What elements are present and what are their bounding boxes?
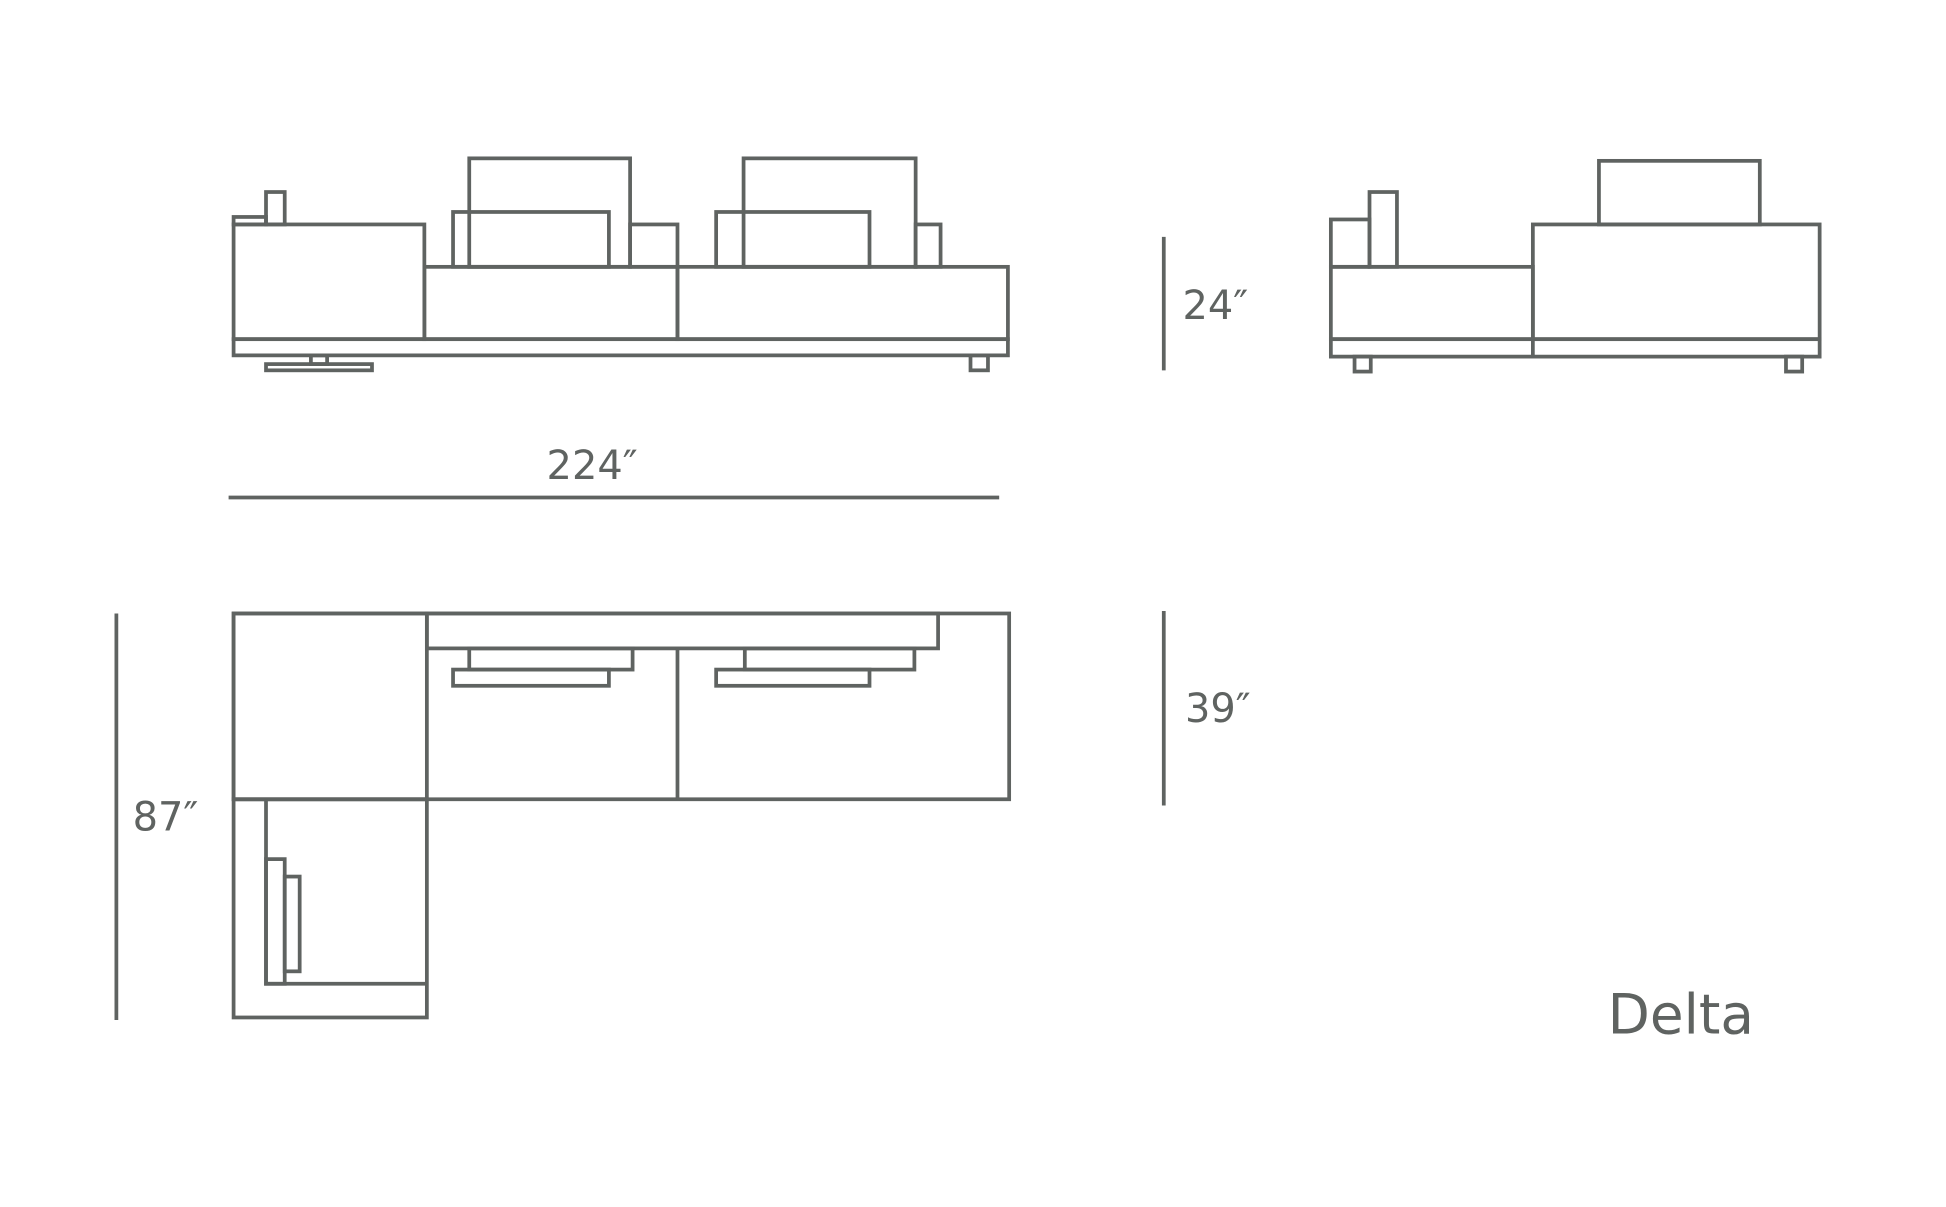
side-pillow (1597, 158, 1762, 227)
leg (1784, 354, 1805, 374)
chaise-arm-a (264, 857, 287, 986)
chaise-inner (264, 799, 427, 986)
leg (1352, 354, 1373, 374)
product-name: Delta (1608, 983, 1754, 1047)
dimension-height: 24″ (1161, 236, 1248, 371)
front-cushion-1 (451, 210, 611, 269)
side-post (1367, 190, 1399, 269)
main-section-outline (231, 611, 1012, 802)
front-view (231, 156, 1010, 373)
dimension-width: 224″ (228, 443, 1000, 500)
side-seat (1328, 264, 1535, 342)
height-label: 24″ (1182, 283, 1248, 329)
side-arm (1328, 217, 1372, 269)
top-cushion-2a (742, 646, 917, 672)
top-view (231, 611, 1012, 1020)
chaise-depth-label: 87″ (133, 794, 199, 840)
chaise (231, 797, 429, 1020)
width-label: 224″ (547, 443, 638, 489)
left-arm-cap (231, 215, 268, 227)
small-block-2 (913, 222, 943, 269)
base-platform (231, 337, 1010, 358)
front-cushion-2 (714, 210, 872, 269)
top-cushion-2b (714, 667, 872, 688)
corner-block (231, 611, 429, 802)
right-seat (675, 264, 1010, 342)
side-back-block (1530, 222, 1822, 342)
left-arm-post (264, 190, 287, 227)
stand-plate (264, 362, 374, 373)
top-cushion-1a (467, 646, 635, 672)
left-arm-block (231, 222, 427, 342)
side-view (1328, 158, 1822, 374)
side-base (1328, 337, 1822, 359)
back-strip (424, 611, 940, 651)
middle-seat (422, 264, 680, 342)
leg (968, 353, 990, 373)
small-block-1 (628, 222, 680, 269)
top-cushion-1b (451, 667, 611, 688)
dimension-depth: 39″ (1161, 610, 1251, 806)
depth-label: 39″ (1185, 686, 1251, 732)
dimension-chaise-depth: 87″ (114, 613, 199, 1020)
chaise-arm-b (282, 874, 302, 974)
